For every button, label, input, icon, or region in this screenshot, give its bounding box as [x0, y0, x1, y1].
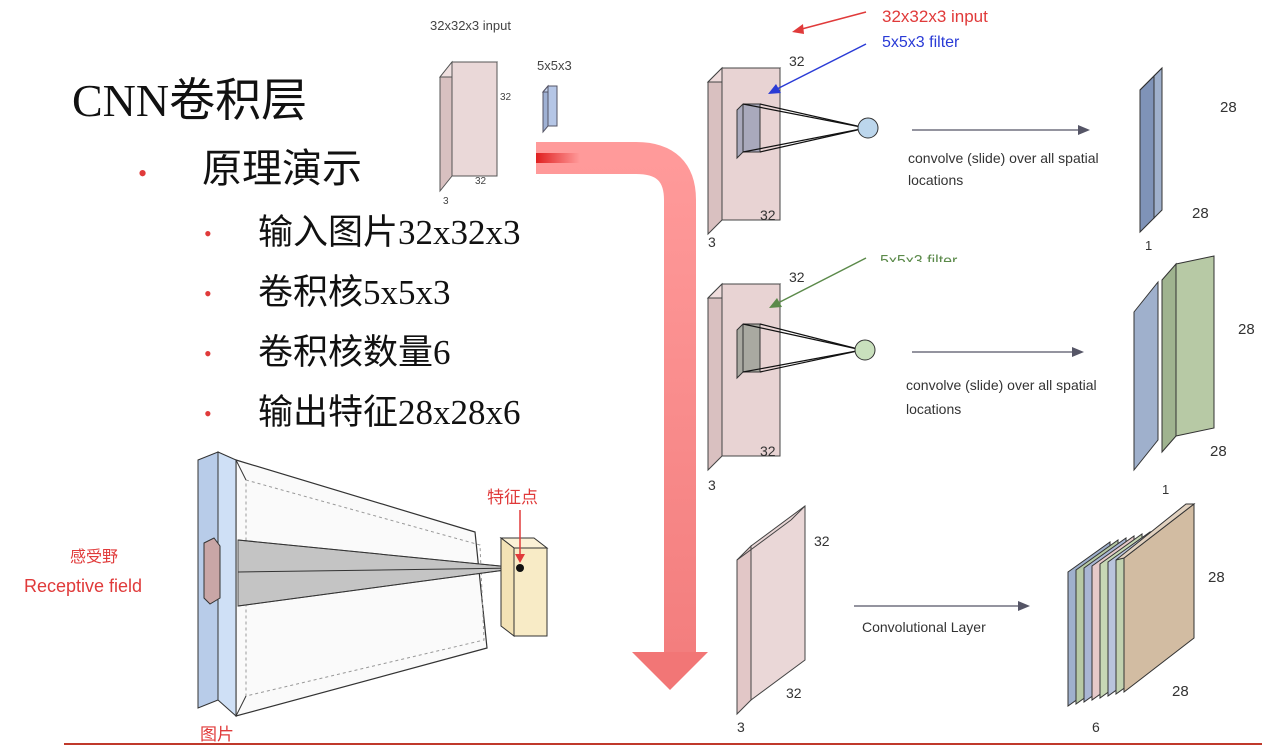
- sub-bullet-4: 输出特征28x28x6: [258, 393, 521, 432]
- p3-input-side: [736, 544, 752, 716]
- p3-dim-3: 3: [737, 719, 745, 735]
- p2-dim-32-bottom: 32: [760, 443, 776, 459]
- p1-dim-32-top: 32: [789, 53, 805, 69]
- p1-caption-1: convolve (slide) over all spatial: [908, 150, 1099, 166]
- sub-bullet-1: 输入图片32x32x3: [258, 213, 521, 252]
- p2-caption-2: locations: [906, 401, 961, 417]
- p1-out-depth: 1: [1145, 238, 1152, 253]
- p1-out-28-bottom: 28: [1192, 205, 1209, 222]
- p3-output-stack: [1067, 502, 1196, 707]
- p1-filter-pointer: [774, 43, 867, 91]
- p1-dim-3: 3: [708, 234, 716, 250]
- sub-bullet-dot-2: •: [204, 281, 212, 306]
- small-input-label: 32x32x3 input: [430, 18, 511, 33]
- p1-caption-2: locations: [908, 172, 963, 188]
- feature-block-side: [513, 547, 548, 637]
- p2-output-green-front: [1175, 255, 1215, 437]
- feature-point: [516, 564, 524, 572]
- image-slab-front: [217, 451, 237, 718]
- sub-bullet-3: 卷积核数量6: [258, 333, 451, 372]
- small-input-dim-side: 32: [500, 92, 512, 103]
- receptive-patch: [203, 537, 221, 605]
- p1-input-side: [707, 66, 723, 236]
- small-input-dim-bottom: 32: [475, 176, 487, 187]
- feature-point-label: 特征点: [487, 488, 538, 507]
- small-filter-label: 5x5x3: [537, 58, 572, 73]
- panel-2: 5x5x3 filter 32 32 3 convolve (slide) ov…: [706, 253, 1255, 497]
- p2-neuron: [854, 339, 876, 361]
- p3-dim-32-bottom: 32: [786, 685, 802, 701]
- small-input-dim-depth: 3: [443, 196, 449, 207]
- small-input-front: [451, 61, 498, 177]
- p2-out-depth: 1: [1162, 482, 1169, 497]
- p1-neuron: [857, 117, 879, 139]
- p3-out-28-side: 28: [1208, 569, 1225, 586]
- p1-output-side: [1139, 74, 1155, 234]
- p2-filter-note: 5x5x3 filter: [880, 253, 958, 270]
- small-input-figure: 32x32x3 input 32 32 3 5x5x3: [430, 18, 572, 207]
- bullet-main: 原理演示: [202, 146, 362, 191]
- p3-out-28-bottom: 28: [1172, 683, 1189, 700]
- p3-caption: Convolutional Layer: [862, 619, 986, 635]
- p1-input-pointer: [797, 11, 867, 31]
- panel-3: 32 32 3 Convolutional Layer 28 28 6: [736, 502, 1225, 735]
- p2-out-28-bottom: 28: [1210, 443, 1227, 460]
- bullet-dot-main: •: [138, 159, 147, 188]
- sub-bullet-dot-3: •: [204, 341, 212, 366]
- funnel-inner: [245, 479, 485, 697]
- p3-out-depth: 6: [1092, 719, 1100, 735]
- p3-input-front: [750, 505, 806, 701]
- p2-output-green-side: [1161, 262, 1177, 454]
- feature-block-front: [500, 536, 515, 638]
- p2-filter-pointer: [775, 257, 867, 305]
- receptive-field-figure: 特征点 感受野 Receptive field 图片: [24, 451, 549, 744]
- p2-dim-32-top: 32: [789, 269, 805, 285]
- p1-output-front: [1153, 66, 1163, 220]
- p3-dim-32-top: 32: [814, 533, 830, 549]
- sub-bullet-2: 卷积核5x5x3: [258, 273, 451, 312]
- p1-filter-note: 5x5x3 filter: [882, 34, 960, 51]
- small-filter-front: [547, 85, 558, 127]
- image-label: 图片: [200, 725, 234, 744]
- p2-dim-3: 3: [708, 477, 716, 493]
- p2-input-side: [707, 282, 723, 472]
- p1-dim-32-bottom: 32: [760, 207, 776, 223]
- panel-1: 32x32x3 input 5x5x3 filter 32 32 3 convo…: [706, 7, 1237, 253]
- sub-bullet-dot-4: •: [204, 401, 212, 426]
- p2-caption-1: convolve (slide) over all spatial: [906, 377, 1097, 393]
- p2-out-28-side: 28: [1238, 321, 1255, 338]
- small-input-side: [439, 60, 453, 193]
- p1-out-28-side: 28: [1220, 99, 1237, 116]
- receptive-field-cn: 感受野: [70, 548, 118, 566]
- big-down-arrow: [536, 142, 708, 690]
- sub-bullet-dot-1: •: [204, 221, 212, 246]
- small-filter-side: [542, 84, 549, 134]
- slide-title: CNN卷积层: [72, 75, 307, 126]
- p2-output-blue: [1133, 280, 1159, 472]
- receptive-field-en: Receptive field: [24, 576, 142, 596]
- p1-input-note: 32x32x3 input: [882, 7, 988, 26]
